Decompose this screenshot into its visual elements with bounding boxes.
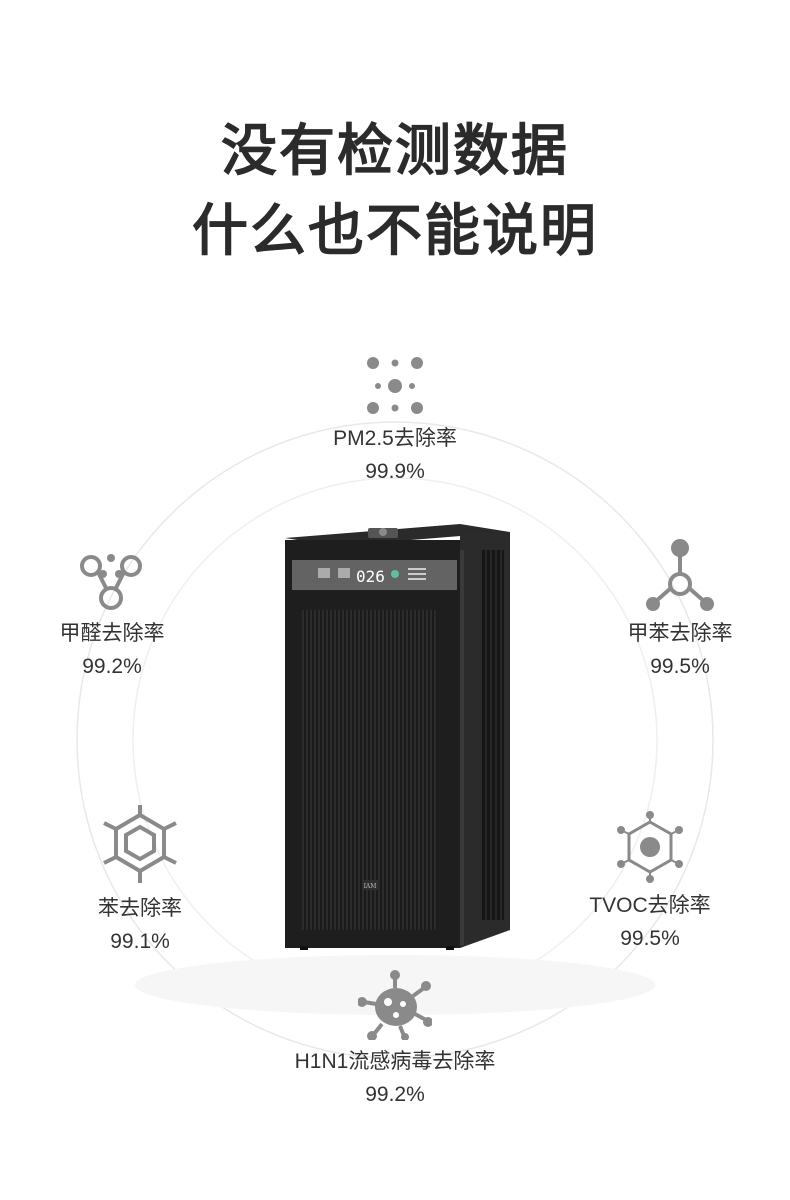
tvoc-molecule-icon [617,811,683,883]
stat-toluene: 甲苯去除率 99.5% [560,538,790,684]
stat-h1n1: H1N1流感病毒去除率 99.2% [275,970,515,1112]
formaldehyde-molecule-icon [80,554,142,610]
stat-formaldehyde: 甲醛去除率 99.2% [0,548,232,684]
stat-formaldehyde-label: 甲醛去除率 [59,622,165,645]
stat-toluene-label: 甲苯去除率 [627,622,733,645]
headline: 没有检测数据 什么也不能说明 [0,112,790,272]
stat-formaldehyde-value: 99.2% [82,655,142,678]
stat-benzene-label: 苯去除率 [98,897,182,920]
stat-tvoc: TVOC去除率 99.5% [530,810,770,956]
stat-toluene-value: 99.5% [650,655,710,678]
virus-icon [358,970,432,1040]
stat-h1n1-value: 99.2% [365,1083,425,1106]
headline-line-2: 什么也不能说明 [192,199,598,264]
stat-pm25: PM2.5去除率 99.9% [275,355,515,489]
device-display-value: 026 [356,567,385,586]
headline-line-1: 没有检测数据 [221,119,569,184]
stat-tvoc-value: 99.5% [620,927,680,950]
benzene-ring-icon [103,805,177,883]
stat-pm25-label: PM2.5去除率 [333,427,457,450]
stat-pm25-value: 99.9% [365,460,425,483]
air-purifier-image: 026 IAM [285,524,510,950]
stat-h1n1-label: H1N1流感病毒去除率 [294,1050,496,1073]
stat-benzene-value: 99.1% [110,930,170,953]
stat-benzene: 苯去除率 99.1% [20,805,260,959]
stat-tvoc-label: TVOC去除率 [589,894,711,917]
device-badge: IAM [364,883,377,890]
particles-icon [367,357,423,414]
toluene-molecule-icon [646,539,714,611]
